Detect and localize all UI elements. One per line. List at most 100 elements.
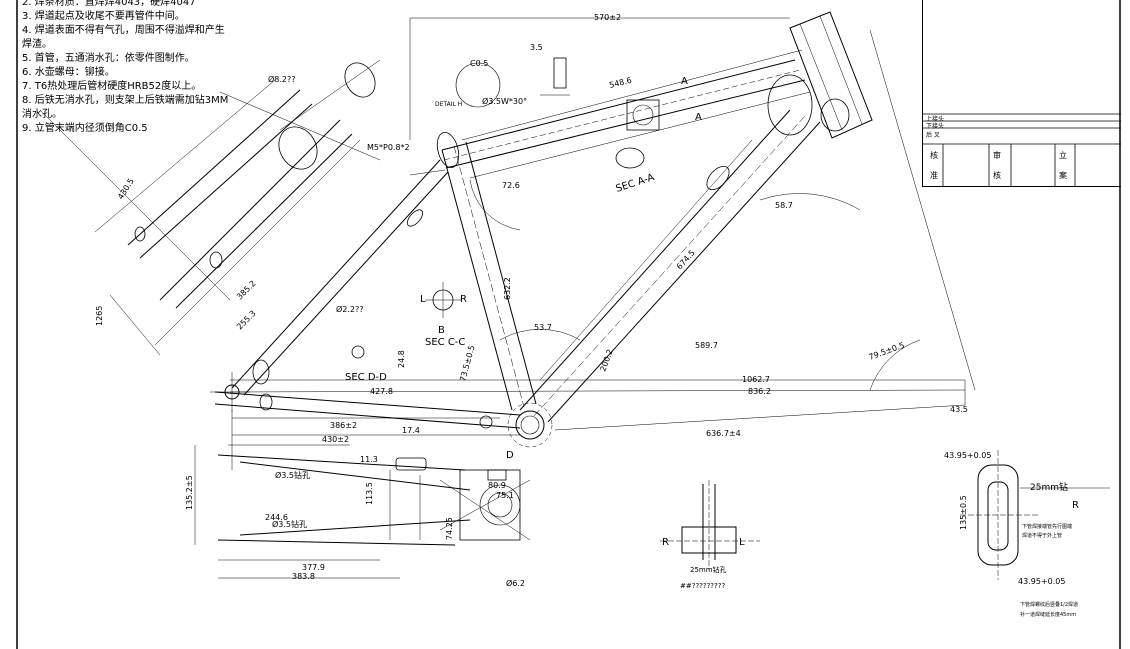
dim-label: 24.8: [397, 350, 406, 368]
note-line: 焊渣。: [22, 39, 52, 50]
dim-label: 79.5±0.5: [868, 341, 906, 362]
section-marker-r: R: [460, 294, 467, 305]
dim-label: 548.6: [608, 76, 632, 90]
tb-check-a: 核: [930, 151, 938, 160]
view-marker-r: R: [662, 537, 669, 548]
section-marker-b: B: [438, 325, 445, 336]
section-marker-d: D: [506, 450, 514, 461]
weld-note: 焊道不得于外上管: [1022, 532, 1062, 539]
tb-row-bottom-lug: 下接头: [926, 123, 945, 130]
section-marker-a: A: [695, 112, 702, 123]
dim-label: 385.2: [235, 279, 258, 302]
title-block-grid: [923, 113, 1121, 186]
bottom-bracket: [507, 402, 553, 448]
note-line: 5. 首管，五通消水孔：依零件图制作。: [22, 53, 195, 64]
dim-label: 636.7±4: [706, 429, 741, 438]
dim-label: 674.5: [675, 248, 697, 271]
dim-label: 632.2: [503, 277, 512, 300]
dim-label: 75.1: [496, 491, 514, 500]
scale-note-right: 25mm钻: [1030, 481, 1068, 493]
note-line: 8. 后铁无消水孔，则支架上后铁端需加钻3MM: [22, 95, 229, 106]
section-c-c-view: [425, 282, 462, 318]
view-marker-l: L: [739, 537, 745, 548]
dim-label: Ø3.5钻孔: [275, 470, 310, 480]
dim-label: 3.5: [530, 43, 543, 52]
tb-review-b: 核: [993, 171, 1001, 180]
dim-label: 43.95+0.05: [944, 451, 991, 460]
dim-label: 377.9: [302, 563, 325, 572]
dimension-labels: 570±2 548.6 1062.7 836.2 636.7±4 427.8 3…: [95, 13, 1065, 588]
note-line: 4. 焊道表面不得有气孔，周围不得溢焊和产生: [22, 25, 225, 36]
dim-label: 570±2: [594, 13, 621, 22]
tb-check-b: 准: [930, 171, 938, 180]
dim-label: 430±2: [322, 435, 349, 444]
dim-label: 58.7: [775, 201, 793, 210]
bottom-note: ##?????????: [680, 582, 725, 590]
seat-stay-detail-view: [94, 59, 381, 346]
view-marker-r: R: [1072, 500, 1079, 511]
dim-label: 386±2: [330, 421, 357, 430]
section-a-a-label: SEC A-A: [615, 172, 656, 195]
note-line: 9. 立管末端内径须倒角C0.5: [22, 123, 148, 134]
note-line: 7. T6热处理后管材硬度HRB52度以上。: [22, 81, 202, 92]
dim-label: 383.8: [292, 572, 315, 581]
dim-label: 43.95+0.05: [1018, 577, 1065, 586]
dim-label: Ø3.5W*30°: [482, 96, 527, 106]
dim-label: 1265: [95, 306, 104, 326]
dim-label: Ø2.2??: [336, 304, 364, 314]
dim-label: 113.5: [365, 482, 374, 505]
dim-label: 11.3: [360, 455, 378, 464]
down-tube: [519, 109, 821, 423]
seat-tube: [436, 132, 537, 411]
dimension-lines: [39, 17, 976, 579]
dim-label: 244.6: [265, 513, 288, 522]
title-block: 上接头 下接头 后 叉 核 准 审 核 立 案: [922, 0, 1121, 187]
dim-label: 836.2: [748, 387, 771, 396]
head-tube: [767, 11, 873, 139]
dim-label: 53.7: [534, 323, 552, 332]
dim-label: 200.2: [598, 348, 614, 373]
tb-review-a: 审: [993, 151, 1001, 160]
note-line: 消水孔。: [22, 109, 62, 120]
annotation-notes: 25mm钻孔 ##????????? 25mm钻 下管焊接端管先行图端 焊道不得…: [680, 481, 1078, 618]
dim-label: 427.8: [370, 387, 393, 396]
dim-label: 17.4: [402, 426, 420, 435]
head-tube-section-view: [960, 450, 1110, 580]
detail-h-view: [455, 57, 570, 108]
chainstay-top-view: [217, 454, 531, 546]
dim-label: Ø6.2: [506, 578, 525, 588]
dim-label: 589.7: [695, 341, 718, 350]
note-line: 3. 焊道起点及收尾不要再管件中间。: [22, 11, 185, 22]
dim-label: 73.5±0.5: [458, 344, 476, 382]
dim-label: 135.2±5: [185, 475, 194, 510]
weld-note: 下管焊螺纹后竖叠1/2焊道: [1020, 601, 1078, 608]
dim-label: M5*P0.8*2: [367, 143, 410, 152]
process-notes: 2. 焊条材质：直焊焊4043，硬焊4047 3. 焊道起点及收尾不要再管件中间…: [22, 0, 272, 136]
section-d-d-label: SEC D-D: [345, 372, 387, 383]
section-a-a-view: [615, 99, 660, 169]
note-line: 6. 水壶螺母：铆接。: [22, 67, 115, 78]
tb-draw-b: 案: [1059, 171, 1067, 180]
section-d-d-view: [351, 345, 365, 359]
seat-stay: [231, 159, 449, 396]
section-c-c-label: SEC C-C: [425, 337, 465, 348]
section-marker-l: L: [420, 294, 426, 305]
detail-h-label: DETAIL H: [435, 101, 462, 108]
dim-label: Ø3.5钻孔: [272, 519, 307, 529]
section-marker-a: A: [681, 76, 688, 87]
dim-label: Ø8.2??: [268, 74, 296, 84]
dim-label: 43.5: [950, 405, 968, 414]
tb-draw-a: 立: [1059, 151, 1067, 160]
note-line: 2. 焊条材质：直焊焊4043，硬焊4047: [22, 0, 196, 8]
dim-label: 74.25: [445, 517, 454, 540]
dim-label: 255.3: [235, 309, 258, 332]
chain-stay: [214, 391, 521, 429]
scale-note: 25mm钻孔: [690, 565, 727, 574]
seat-tube-section-view: [660, 480, 760, 570]
tb-row-top-lug: 上接头: [926, 116, 945, 123]
dim-label: 135±0.5: [959, 495, 968, 530]
top-tube: [441, 49, 811, 179]
tb-row-rear-fork: 后 叉: [926, 132, 940, 139]
